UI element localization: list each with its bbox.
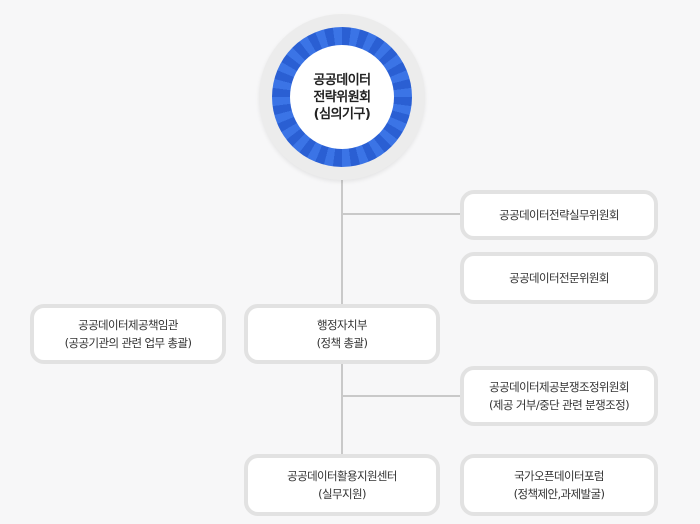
data-officer-box: 공공데이터제공책임관 (공공기관의 관련 업무 총괄) [30,304,226,364]
data-officer-title: 공공데이터제공책임관 [78,318,178,332]
ministry-title: 행정자치부 [317,318,368,332]
strategy-committee-label: 공공데이터 전략위원회 (심의기구) [290,45,394,149]
support-center-box: 공공데이터활용지원센터 (실무지원) [244,454,440,516]
strategy-committee-circle: 공공데이터 전략위원회 (심의기구) [259,14,425,180]
support-center-title: 공공데이터활용지원센터 [287,469,397,483]
open-data-forum-title: 국가오픈데이터포럼 [514,469,604,483]
expert-committee-label: 공공데이터전문위원회 [509,271,609,285]
dispute-committee-box: 공공데이터제공분쟁조정위원회 (제공 거부/중단 관련 분쟁조정) [460,366,658,426]
ministry-subtitle: (정책 총괄) [316,336,368,350]
dispute-committee-title: 공공데이터제공분쟁조정위원회 [489,380,629,394]
open-data-forum-subtitle: (정책제안,과제발굴) [513,487,605,501]
data-officer-subtitle: (공공기관의 관련 업무 총괄) [64,336,192,350]
circle-ring: 공공데이터 전략위원회 (심의기구) [272,27,412,167]
open-data-forum-box: 국가오픈데이터포럼 (정책제안,과제발굴) [460,454,658,516]
strategy-practical-committee-label: 공공데이터전략실무위원회 [499,208,619,222]
center-line-3: (심의기구) [313,106,371,122]
expert-committee-box: 공공데이터전문위원회 [460,252,658,304]
strategy-practical-committee-box: 공공데이터전략실무위원회 [460,190,658,240]
center-line-2: 전략위원회 [313,89,371,105]
center-line-1: 공공데이터 [313,72,371,88]
ministry-box: 행정자치부 (정책 총괄) [244,304,440,364]
support-center-subtitle: (실무지원) [318,487,366,501]
dispute-committee-subtitle: (제공 거부/중단 관련 분쟁조정) [489,398,630,412]
